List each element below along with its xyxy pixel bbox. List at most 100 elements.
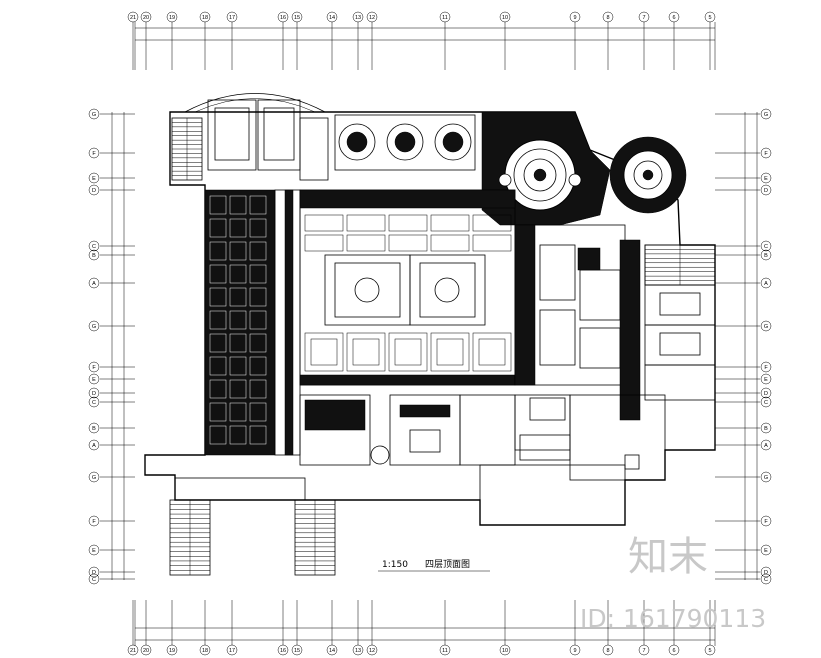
grid-bubble: E bbox=[715, 172, 772, 184]
top-dimension-lines bbox=[134, 22, 716, 70]
grid-bubble-label: B bbox=[764, 426, 768, 432]
grid-bubble: 7 bbox=[638, 600, 650, 656]
grid-bubble-label: G bbox=[92, 112, 96, 118]
grid-bubble-label: F bbox=[764, 519, 768, 525]
grid-bubble-label: 18 bbox=[202, 15, 208, 21]
grid-bubble-label: 6 bbox=[672, 648, 675, 654]
grid-bubble: D bbox=[88, 184, 135, 196]
grid-bubble-label: 20 bbox=[143, 648, 149, 654]
grid-bubble-label: E bbox=[92, 176, 96, 182]
grid-bubble-label: 11 bbox=[442, 648, 448, 654]
grid-bubble-label: B bbox=[92, 426, 96, 432]
grid-bubble: D bbox=[715, 387, 772, 399]
watermark: 知末 ID: 161790113 bbox=[580, 534, 766, 633]
grid-bubble: F bbox=[88, 361, 135, 373]
watermark-id: ID: 161790113 bbox=[580, 604, 766, 633]
grid-bubble-label: E bbox=[764, 548, 768, 554]
grid-bubble-label: 7 bbox=[642, 648, 645, 654]
grid-bubble: B bbox=[88, 249, 135, 261]
grid-bubble: 15 bbox=[291, 11, 303, 70]
grid-bubble-label: C bbox=[92, 400, 96, 406]
grid-bubble: 13 bbox=[352, 11, 364, 70]
east-rooms bbox=[514, 224, 716, 421]
grid-bubble-label: 9 bbox=[573, 15, 576, 21]
grid-bubble-label: 13 bbox=[355, 648, 361, 654]
grid-bubble: 13 bbox=[352, 600, 364, 656]
watermark-brand: 知末 bbox=[628, 534, 708, 580]
grid-bubble: B bbox=[715, 422, 772, 434]
central-coffers bbox=[299, 189, 516, 386]
grid-bubble: 17 bbox=[226, 600, 238, 656]
grid-bubble: 17 bbox=[226, 11, 238, 70]
grid-bubble-label: 21 bbox=[130, 648, 136, 654]
south-rooms bbox=[174, 394, 666, 526]
grid-bubble-label: 8 bbox=[606, 15, 609, 21]
grid-bubble: C bbox=[715, 240, 772, 252]
grid-bubble-label: D bbox=[764, 570, 768, 576]
grid-bubble-label: 6 bbox=[672, 15, 675, 21]
grid-bubble-label: 10 bbox=[502, 15, 508, 21]
grid-bubble: G bbox=[88, 471, 135, 483]
grid-bubble-label: 14 bbox=[329, 15, 335, 21]
grid-bubble-label: E bbox=[764, 176, 768, 182]
grid-bubble: G bbox=[88, 108, 135, 120]
grid-bubble: 5 bbox=[704, 600, 716, 656]
grid-bubble-label: A bbox=[764, 281, 768, 287]
grid-bubble: E bbox=[715, 544, 772, 556]
grid-bubble: F bbox=[715, 147, 772, 159]
grid-bubble: A bbox=[715, 439, 772, 451]
grid-bubble: E bbox=[715, 373, 772, 385]
grid-bubble: E bbox=[88, 172, 135, 184]
grid-bubble-label: 15 bbox=[294, 648, 300, 654]
grid-bubble: 11 bbox=[439, 600, 451, 656]
west-wing bbox=[204, 189, 301, 456]
south-stairs bbox=[169, 244, 716, 576]
grid-bubble: G bbox=[715, 320, 772, 332]
grid-bubble: D bbox=[715, 184, 772, 196]
grid-bubble-label: A bbox=[764, 443, 768, 449]
grid-bubble-label: B bbox=[92, 253, 96, 259]
drawing-caption: 1:150 四层顶面图 bbox=[378, 559, 490, 572]
grid-bubble-label: G bbox=[764, 324, 768, 330]
grid-bubble: E bbox=[88, 544, 135, 556]
grid-bubble-label: 10 bbox=[502, 648, 508, 654]
grid-bubble: 18 bbox=[199, 11, 211, 70]
grid-bubble-label: G bbox=[764, 112, 768, 118]
grid-bubble-label: G bbox=[764, 475, 768, 481]
grid-bubble-label: F bbox=[764, 365, 768, 371]
grid-bubble-label: E bbox=[92, 377, 96, 383]
grid-bubble: 8 bbox=[602, 600, 614, 656]
grid-bubble: 8 bbox=[602, 11, 614, 70]
north-stair-block bbox=[171, 99, 329, 181]
grid-bubble: 20 bbox=[140, 11, 152, 70]
grid-bubble-label: 18 bbox=[202, 648, 208, 654]
grid-bubble: 16 bbox=[277, 600, 289, 656]
grid-bubble: 21 bbox=[127, 11, 139, 70]
grid-bubble: D bbox=[715, 566, 772, 578]
grid-bubble-label: 17 bbox=[229, 648, 235, 654]
grid-bubble: 14 bbox=[326, 600, 338, 656]
grid-bubble-label: G bbox=[92, 324, 96, 330]
grid-bubble-label: F bbox=[92, 519, 96, 525]
grid-bubble: B bbox=[88, 422, 135, 434]
grid-bubble: F bbox=[715, 515, 772, 527]
grid-bubble: 15 bbox=[291, 600, 303, 656]
grid-bubble: C bbox=[88, 573, 135, 585]
grid-bubble-label: 16 bbox=[280, 648, 286, 654]
grid-bubble-label: 5 bbox=[708, 648, 711, 654]
grid-bubble: 9 bbox=[569, 11, 581, 70]
grid-bubble-label: 5 bbox=[708, 15, 711, 21]
grid-bubble-label: 12 bbox=[369, 648, 375, 654]
grid-bubble-label: C bbox=[764, 244, 768, 250]
dome-ceilings bbox=[334, 114, 476, 171]
grid-bubble-label: A bbox=[92, 281, 96, 287]
grid-bubble-label: 19 bbox=[169, 15, 175, 21]
grid-bubble-label: 21 bbox=[130, 15, 136, 21]
grid-bubble: D bbox=[88, 566, 135, 578]
grid-bubble-label: B bbox=[764, 253, 768, 259]
grid-bubble-label: E bbox=[764, 377, 768, 383]
grid-bubble: 5 bbox=[704, 11, 716, 70]
scale-label: 1:150 bbox=[382, 560, 408, 570]
grid-bubble-label: D bbox=[92, 391, 96, 397]
